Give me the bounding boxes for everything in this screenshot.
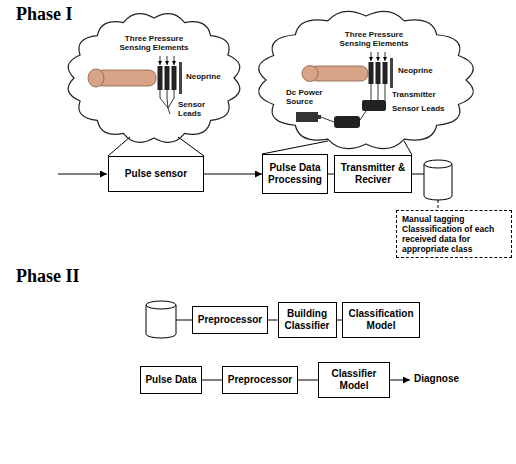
battery [296,112,318,122]
box-text: Pulse sensor [113,168,199,180]
part-label: Three Pressure Sensing Elements [334,30,414,48]
connector [262,141,328,154]
pointer-arrow [160,56,161,65]
part-label: Neoprine [186,72,221,81]
box-text: Classification Model [347,308,415,332]
phase-heading: Phase I [16,4,73,25]
sensor-lead [385,84,386,100]
process-box: Building Classifier [278,302,337,338]
process-box: Classification Model [342,302,420,338]
connector [108,137,204,156]
forearm [96,70,156,86]
database-cylinder-top [424,160,452,168]
sensor-lead [371,84,372,100]
pointer-arrow [378,52,379,61]
hand [302,66,318,82]
cloud-outline [68,14,240,143]
output-label: Diagnose [414,373,459,384]
input-arrow [58,174,107,175]
sensor-lead [160,90,168,108]
box-text: Preprocessor [227,374,293,386]
database-cylinder [146,305,176,338]
dashed-link [438,200,439,210]
connector-line [202,380,222,381]
connector [298,380,318,381]
part-label: Sensor Leads [392,104,444,113]
cloud-outline [259,11,474,148]
output-arrow [390,380,410,381]
database-cylinder [424,164,452,200]
flow-line [412,174,424,175]
pressure-sensor [376,62,381,84]
neoprene-strip [179,62,182,94]
process-box: Pulse Data [140,366,202,394]
pointer-arrow [371,52,372,61]
connector [404,141,412,155]
connector-line [404,141,412,155]
process-box: Preprocessor [222,366,298,394]
process-box: Pulse Data Processing [262,154,328,194]
box-text: Manual tagging Classsification of each r… [402,214,506,255]
process-box: Classifier Model [318,362,390,398]
power-wire [360,111,366,120]
connector-line [204,174,262,175]
part-label: Three Pressure Sensing Elements [114,34,194,52]
power-wire [321,117,334,122]
note-box: Manual tagging Classsification of each r… [396,210,512,259]
box-text: Pulse Data Processing [267,162,323,186]
box-text: Pulse Data [145,374,197,386]
pointer-arrow [167,56,168,65]
sensor-lead [378,84,379,100]
flow-line [176,320,192,321]
neoprene-strip [390,58,393,88]
connector-line [178,137,204,156]
battery-terminal [318,115,321,119]
connector-line [108,137,130,156]
connector-line [268,320,278,321]
process-box: Transmitter & Reciver [334,155,412,193]
part-label: Sensor Leads [178,100,218,118]
connector [268,320,278,321]
connector [204,174,262,175]
connector-line [298,380,318,381]
transmitter-unit [334,116,360,128]
phase-heading: Phase II [16,266,80,287]
part-label: Neoprine [398,66,433,75]
part-label: Transmitter [392,90,436,99]
illustration-cloud: Three Pressure Sensing ElementsNeoprineD… [258,8,474,152]
box-text: Classifier Model [323,368,385,392]
pressure-sensor [158,66,163,90]
pressure-sensor [172,66,177,90]
hand [88,69,104,87]
pressure-sensor [383,62,388,84]
illustration-cloud: Three Pressure Sensing ElementsNeoprineS… [66,10,242,146]
process-box: Preprocessor [192,306,268,334]
cloud-outline [258,8,474,152]
sensor-lead [168,108,170,114]
box-text: Building Classifier [283,308,332,332]
part-label: Dc Power Source [286,88,332,106]
box-text: Preprocessor [197,314,263,326]
arm-sensor-figure [88,56,182,114]
transmitter-unit [362,100,386,111]
connector [202,380,222,381]
pressure-sensor [165,66,170,90]
forearm [310,66,368,81]
pointer-arrow [174,56,175,65]
sensor-lead [168,90,174,108]
process-box: Pulse sensor [108,156,204,192]
connector-line [262,141,328,154]
pointer-arrow [385,52,386,61]
box-text: Transmitter & Reciver [339,162,407,186]
pressure-sensor [369,62,374,84]
sensor-lead [167,90,168,108]
database-cylinder-top [146,301,176,309]
